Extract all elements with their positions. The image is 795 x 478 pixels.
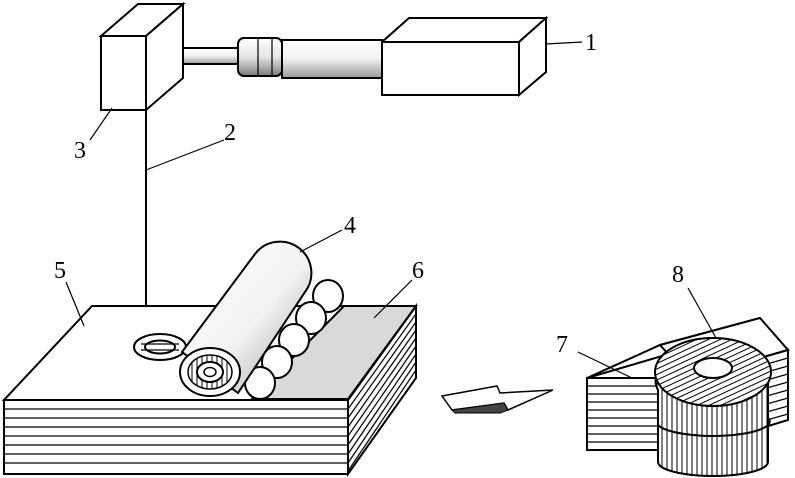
label-4: 4: [344, 213, 356, 239]
label-5: 5: [54, 258, 66, 284]
label-8: 8: [672, 262, 684, 288]
label-3: 3: [74, 138, 86, 164]
beam-tube: [157, 37, 383, 79]
leader-lines: [65, 41, 717, 379]
label-6: 6: [412, 258, 424, 284]
finished-part: [586, 316, 790, 477]
process-arrow-icon: [440, 385, 554, 414]
label-7: 7: [556, 332, 568, 358]
scanning-head: [98, 1, 186, 113]
cut-contour: [133, 333, 187, 361]
laser-source: [379, 15, 549, 98]
hot-roller: [179, 240, 313, 397]
material-sheet: [249, 305, 418, 400]
label-2: 2: [224, 120, 236, 146]
feed-coil: [244, 279, 344, 400]
label-1: 1: [585, 30, 597, 56]
